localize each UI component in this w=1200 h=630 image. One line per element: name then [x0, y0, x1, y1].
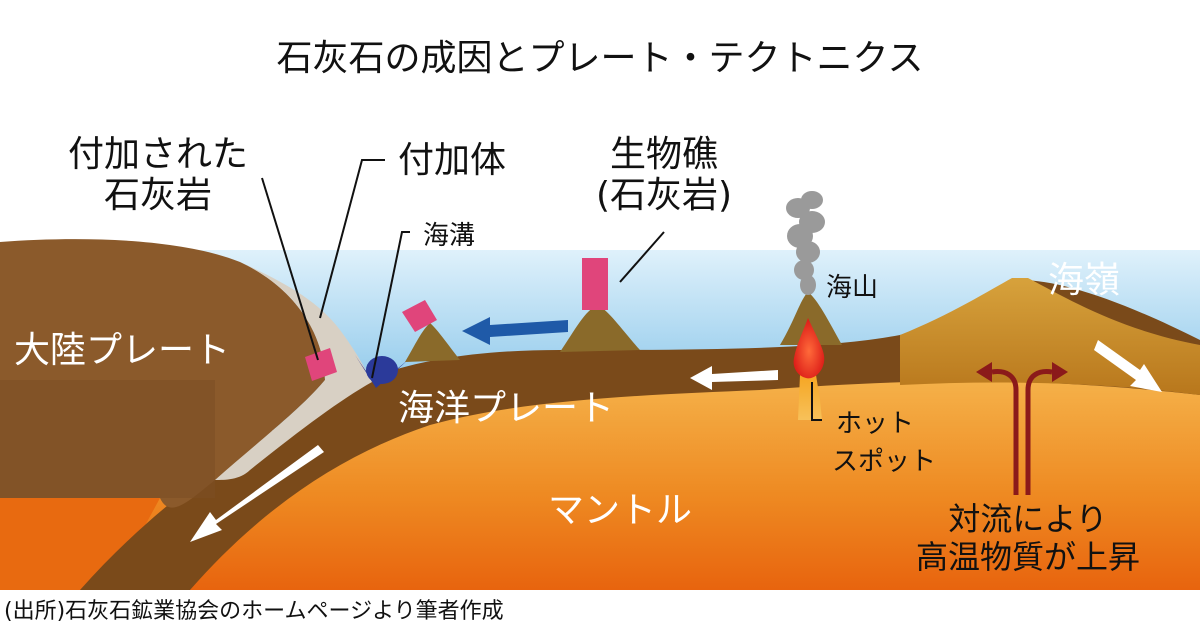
- reef-transport-arrow: [462, 317, 568, 345]
- accretionary-prism: [215, 262, 372, 480]
- label-accretionary-prism: 付加体: [398, 140, 506, 181]
- smoke-plume-icon: [786, 191, 825, 295]
- label-ocean-ridge: 海嶺: [1048, 260, 1120, 301]
- continent-shade: [0, 380, 215, 498]
- label-accreted-limestone-1: 付加された: [68, 134, 248, 175]
- small-reef: [402, 300, 437, 332]
- label-accreted-limestone-2: 石灰岩: [104, 175, 212, 216]
- plate-motion-arrow-icon: [190, 340, 1162, 542]
- mantle: [0, 377, 1200, 590]
- label-hotspot-1: ホット: [836, 409, 914, 439]
- convection-arrow-icon: [991, 369, 1053, 495]
- label-mantle: マントル: [548, 490, 692, 531]
- label-oceanic-plate: 海洋プレート: [398, 388, 614, 429]
- page-title: 石灰石の成因とプレート・テクトニクス: [277, 38, 924, 79]
- biogenic-reef: [582, 258, 608, 310]
- hotspot-volcano: [780, 292, 842, 345]
- label-seamount: 海山: [826, 273, 878, 303]
- label-biogenic-reef-1: 生物礁: [610, 134, 718, 175]
- label-convection-2: 高温物質が上昇: [916, 538, 1140, 576]
- label-trench: 海溝: [423, 221, 475, 251]
- label-biogenic-reef-2: (石灰岩): [596, 175, 732, 216]
- label-continental-plate: 大陸プレート: [14, 330, 230, 371]
- hotspot-column: [798, 375, 822, 420]
- accreted-limestone-block: [305, 348, 337, 381]
- label-hotspot-2: スポット: [832, 447, 936, 477]
- source-note: (出所)石灰石鉱業協会のホームページより筆者作成: [4, 599, 504, 624]
- small-seamount: [405, 323, 460, 362]
- reef-seamount: [560, 305, 640, 352]
- trench-pool: [366, 356, 398, 384]
- leader-lines: [261, 159, 822, 421]
- label-convection-1: 対流により: [948, 500, 1107, 538]
- magma-drop-icon: [793, 318, 825, 379]
- convection-arrowheads: [976, 362, 1068, 382]
